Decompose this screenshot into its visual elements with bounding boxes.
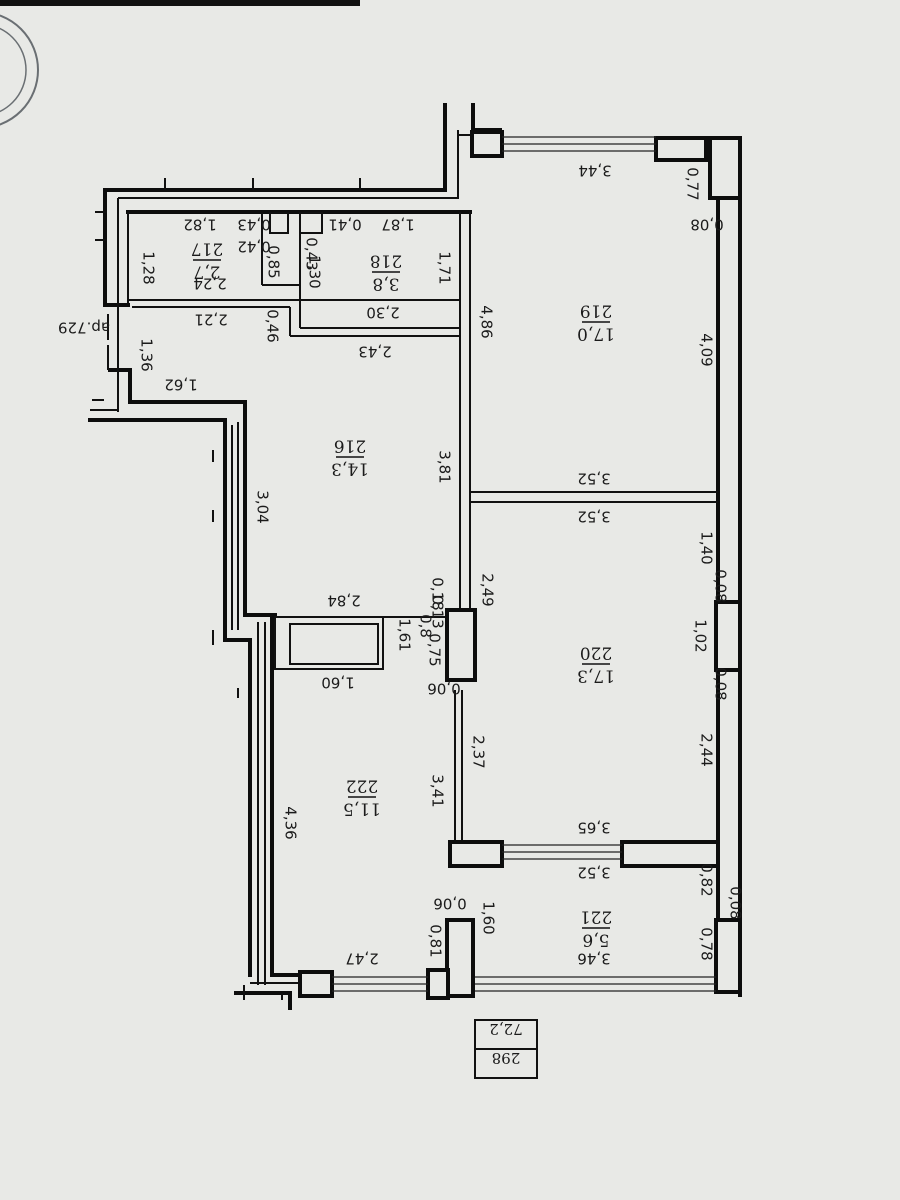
dimension-label: 1,40 [698,531,716,564]
stamp-seal [0,14,39,126]
dimension-label: 3,41 [429,774,447,807]
wall-ticks [92,178,361,698]
dimension-label: 0,77 [684,167,702,200]
dimension-label: 4,86 [478,305,496,338]
room-area: 14,3 [331,459,369,479]
dimension-label: 1,61 [396,618,414,651]
dimension-label: 1,30 [306,255,324,288]
dimension-label: 0,18 [429,577,447,610]
dimension-label: 3,52 [577,470,610,488]
dimension-label: 0,06 [433,895,466,913]
dimension-label: 1,62 [164,376,197,394]
dimension-label: 2,44 [698,733,716,766]
room-number: 218 [370,251,402,271]
top-border-line [0,0,360,6]
total-area-value: 72,2 [489,1020,522,1038]
dimension-label: 2,24 [193,275,226,293]
room-number: 220 [580,643,612,663]
room-number: 216 [334,436,366,456]
dimension-label: 3,65 [577,819,610,837]
dimension-label: 2,49 [479,573,497,606]
dimension-label: 0,08 [712,667,730,700]
dimension-label: 0,13 [429,595,447,628]
wall-blocks [298,130,742,1000]
dimension-label: 3,52 [577,508,610,526]
dimension-label: 0,78 [698,927,716,960]
total-number-value: 298 [492,1049,521,1067]
dimension-label: 1,36 [138,338,156,371]
dimension-label: 0,46 [264,309,282,342]
room-area: 5,6 [582,930,609,950]
dimension-label: 3,04 [254,490,272,523]
dimension-label: 1,28 [140,251,158,284]
room-number: 217 [191,239,223,259]
dimension-label: 2,37 [470,735,488,768]
dimension-label: 0,85 [265,245,283,278]
dimension-label: 2,47 [345,950,378,968]
dimension-label: 0,08 [690,216,723,234]
dimension-label: 0,06 [427,680,460,698]
dimension-label: 0,42 [237,238,270,256]
room-number: 221 [580,907,612,927]
dimension-label: 0,82 [698,863,716,896]
dimension-label: 0,43 [237,216,270,234]
dimension-label: 2,21 [194,311,227,329]
windows [332,136,716,992]
dimension-label: 0,8 [417,614,435,638]
dimension-label: 0,75 [426,633,444,666]
dimension-label: 1,60 [480,901,498,934]
dimension-label: 3,46 [577,950,610,968]
dimension-label: 1,87 [381,216,414,234]
room-area: 2,7 [193,262,220,282]
dimension-label: 0,08 [712,569,730,602]
dimension-label: 4,36 [282,806,300,839]
dimension-label: 4,09 [698,333,716,366]
dimension-label: 1,60 [321,674,354,692]
room-219-label: 17,0 219 [577,301,615,344]
dimension-label: 0,43 [303,237,321,270]
room-number: 219 [580,301,612,321]
total-area-box: 72,2 298 [474,1019,538,1079]
dimension-label: 2,43 [358,343,391,361]
room-labels: 17,021917,32205,622111,522214,32163,8218… [191,239,615,950]
interior-partitions [90,130,718,1000]
room-area: 17,3 [577,666,615,686]
room-area: 3,8 [372,274,399,294]
walls [88,103,742,1010]
dimension-label: 3,44 [578,162,611,180]
dimension-label: 0,08 [727,886,745,919]
dimension-label: 3,52 [577,864,610,882]
room-area: 17,0 [577,324,615,344]
room-216-label: 14,3 216 [331,436,369,479]
dimension-label: 0,41 [328,216,361,234]
room-220-label: 17,3 220 [577,643,615,686]
dimension-label: 1,02 [692,619,710,652]
room-area: 11,5 [343,799,381,819]
dimension-label: 0,81 [427,924,445,957]
dimension-label: 2,30 [366,304,399,322]
dimension-labels: 3,44 0,77 0,08 1,87 0,41 0,43 1,82 1,28 1,71 0,43… [138,162,745,968]
room-number: 222 [346,776,378,796]
dimension-label: 1,82 [183,216,216,234]
dimension-label: 3,81 [436,450,454,483]
apartment-label: ар.729 [58,319,110,337]
dimension-label: 1,71 [436,251,454,284]
room-222-label: 11,5 222 [343,776,381,819]
dimension-label: 2,84 [327,592,360,610]
